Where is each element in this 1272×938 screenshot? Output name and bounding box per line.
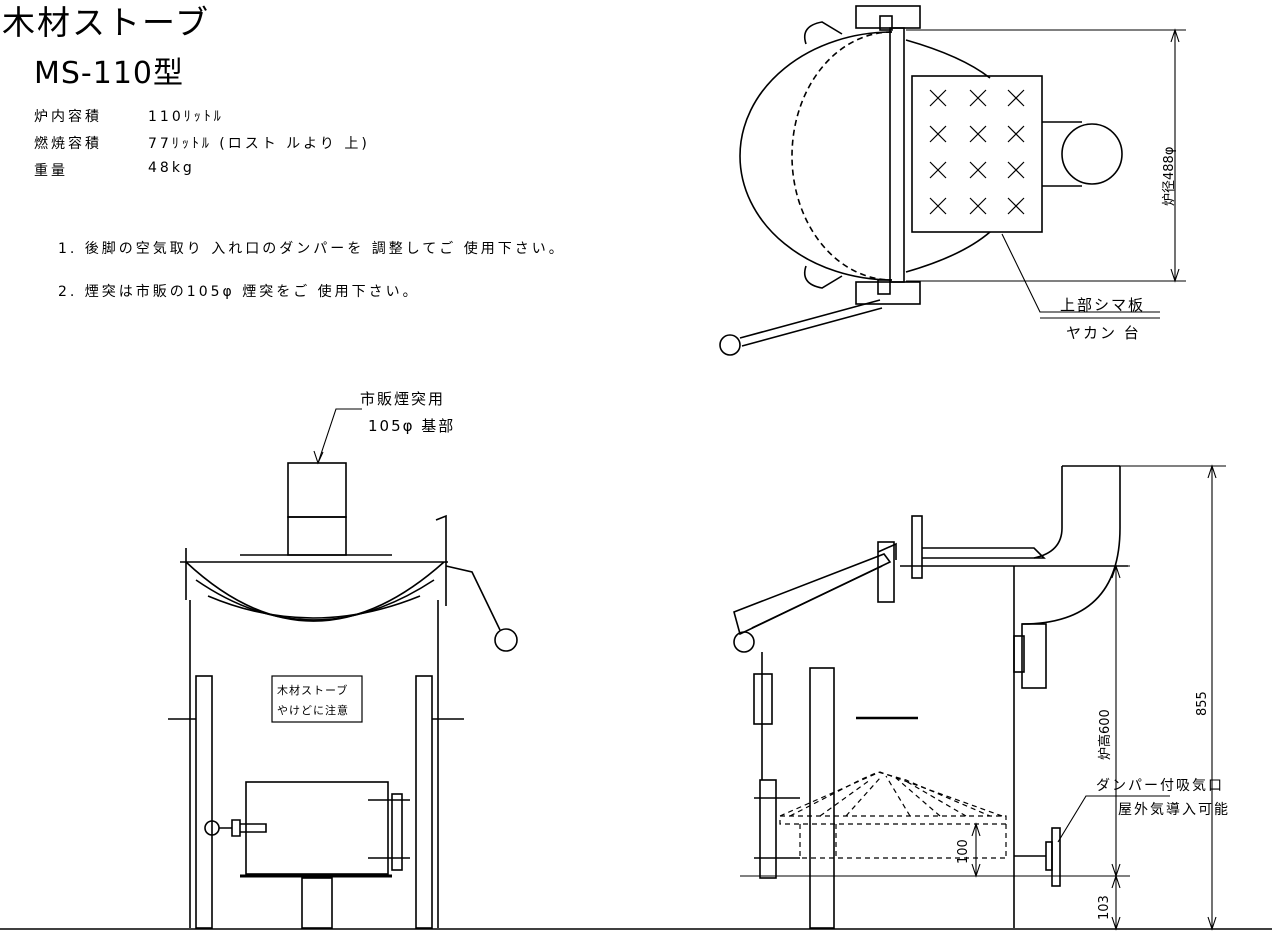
front-handle-knob xyxy=(494,628,518,652)
front-warning-line-2: やけどに注意 xyxy=(277,704,349,717)
side-elbow-outer xyxy=(1021,466,1121,625)
top-body-hidden-line xyxy=(791,31,893,281)
side-grate xyxy=(779,771,1007,859)
top-clamp-lower xyxy=(855,281,921,305)
front-warning-box xyxy=(271,675,363,723)
spec-value-weight: 48kg xyxy=(148,160,195,176)
side-height-total-label: 855 xyxy=(1195,691,1210,716)
side-damper-label-1: ダンパー付吸気口 xyxy=(1096,778,1224,794)
front-warning-line-1: 木材ストーブ xyxy=(277,684,349,697)
front-dome-lip xyxy=(207,595,421,619)
side-rear-bracket xyxy=(1013,635,1025,673)
top-ear-lower xyxy=(803,265,843,289)
spec-label-capacity: 炉内容積 xyxy=(34,109,102,125)
top-kettle-label: ヤカン 台 xyxy=(1066,324,1141,342)
front-chimney-label-2: 105φ 基部 xyxy=(368,417,456,435)
front-door-latch xyxy=(219,819,267,837)
model-number: MS-110型 xyxy=(34,56,185,91)
top-dim-arrows xyxy=(1170,28,1180,283)
side-handle-knob xyxy=(733,631,755,653)
side-view xyxy=(733,464,1226,931)
front-chimney-base xyxy=(287,516,347,556)
side-damper-label-2: 屋外気導入可能 xyxy=(1118,802,1230,818)
front-leg-right xyxy=(415,675,433,929)
top-ear-upper xyxy=(803,21,843,45)
top-view xyxy=(719,5,1186,356)
side-clamp xyxy=(877,541,895,603)
top-body-right-lower xyxy=(905,231,991,273)
note-2: 2. 煙突は市販の105φ 煙突をご 使用下さい。 xyxy=(58,284,420,300)
side-top-flange xyxy=(911,515,923,579)
spec-value-capacity: 110ﾘｯﾄﾙ xyxy=(148,109,224,125)
side-back-lower xyxy=(759,779,777,879)
front-leg-left xyxy=(195,675,213,929)
top-chimney-circle xyxy=(1061,123,1123,185)
top-clamp-lower-bolt xyxy=(877,279,891,295)
side-top-plate xyxy=(922,547,1046,559)
top-handle-rod-b xyxy=(741,307,883,347)
note-1: 1. 後脚の空気取り 入れ口のダンパーを 調整してご 使用下さい。 xyxy=(58,241,566,257)
side-dim-total-arrows xyxy=(1207,464,1217,931)
top-plate-leader xyxy=(1001,233,1160,313)
top-checker-pattern xyxy=(929,89,1025,215)
top-center-bar xyxy=(889,27,905,283)
drawing-title: 木材ストーブ xyxy=(2,3,211,42)
side-damper-leader xyxy=(1057,795,1170,843)
top-handle-knob xyxy=(719,334,741,356)
side-elbow-inner xyxy=(1033,466,1063,559)
side-back-latch xyxy=(753,673,773,725)
top-body-right-upper xyxy=(905,39,991,79)
front-dome-outer xyxy=(185,561,445,622)
top-diameter-label: 炉径488φ xyxy=(1162,146,1177,206)
side-height-inner-label: 炉高600 xyxy=(1098,709,1113,760)
side-back-straps xyxy=(754,797,800,859)
side-front-leg xyxy=(809,667,835,929)
top-checker-plate xyxy=(911,75,1043,233)
side-clamp-hook xyxy=(877,542,897,560)
top-clamp-upper-bolt xyxy=(879,15,893,31)
front-hinge-rod xyxy=(391,793,403,871)
front-dome-inner xyxy=(195,579,435,621)
top-plate-label: 上部シマ板 xyxy=(1060,296,1146,314)
front-chimney-arrow xyxy=(313,450,324,465)
top-clamp-upper xyxy=(855,5,921,29)
top-body-outline xyxy=(739,31,893,281)
front-chimney-upper xyxy=(287,462,347,518)
front-view xyxy=(168,408,518,929)
side-dim-grate-arrows xyxy=(971,822,981,878)
front-pedestal xyxy=(301,877,333,929)
side-handle-bar xyxy=(733,553,892,636)
spec-value-combustion: 77ﾘｯﾄﾙ (ロスト ルより 上) xyxy=(148,136,370,152)
front-chimney-label-1: 市販煙突用 xyxy=(360,390,446,408)
side-rear-pipe xyxy=(1021,623,1047,689)
front-chimney-leader xyxy=(317,408,362,464)
top-handle-rod-a xyxy=(739,299,881,339)
front-side-handle-right xyxy=(435,514,447,606)
spec-label-combustion: 燃焼容積 xyxy=(34,136,102,152)
front-handle-arm xyxy=(445,565,501,631)
side-leg-height-label: 103 xyxy=(1097,895,1112,920)
side-grate-height-label: 100 xyxy=(956,839,971,864)
side-damper-flange xyxy=(1051,827,1061,887)
spec-label-weight: 重量 xyxy=(34,163,68,179)
side-damper-body xyxy=(1045,841,1053,871)
side-dim-leg-arrows xyxy=(1111,874,1121,931)
front-door xyxy=(245,781,389,875)
side-handle-inner xyxy=(751,565,883,629)
front-hinge-straps xyxy=(368,799,410,859)
